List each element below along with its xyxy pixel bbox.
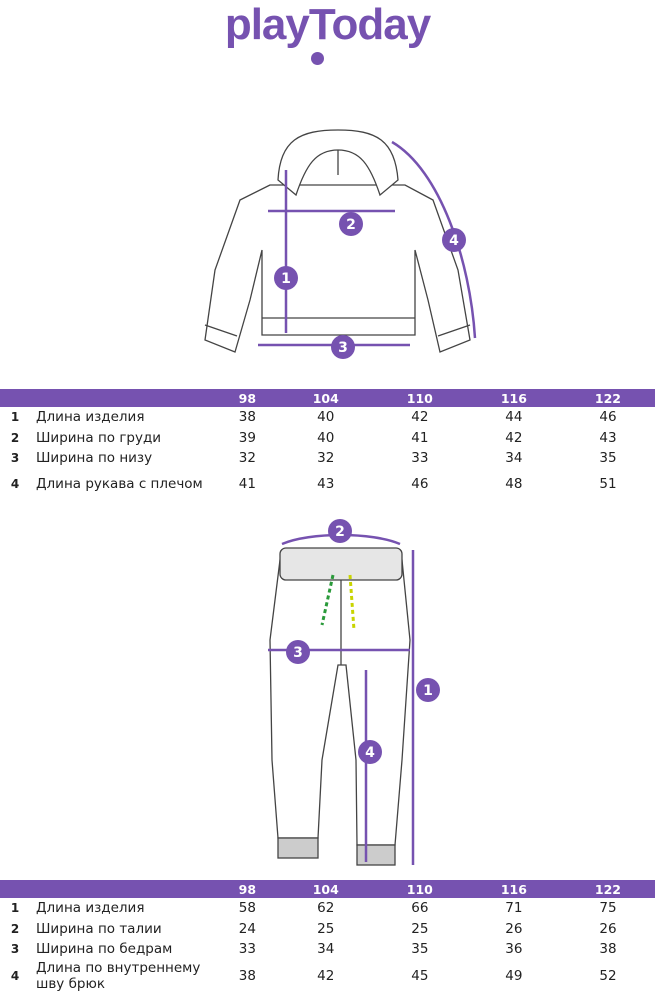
table-row: 3 Ширина по бедрам 33 34 35 36 38	[0, 939, 655, 960]
row-number: 3	[10, 942, 20, 957]
cell: 32	[238, 450, 256, 467]
size-header: 110	[372, 389, 467, 407]
marker-label: 2	[346, 217, 356, 233]
row-label: Ширина по низу	[36, 450, 153, 467]
cell: 40	[317, 429, 335, 446]
table-header: 98 104 110 116 122	[0, 389, 655, 407]
cell: 36	[505, 941, 523, 958]
cell: 71	[505, 900, 523, 917]
marker-label: 2	[335, 524, 345, 540]
size-header: 104	[278, 389, 373, 407]
cell: 49	[505, 967, 523, 984]
table-row: 1 Длина изделия 58 62 66 71 75	[0, 898, 655, 919]
size-header: 116	[466, 389, 561, 407]
brand-logo: playToday	[0, 0, 655, 70]
pants-illustration: 2 3 1 4	[268, 519, 440, 866]
cell: 33	[411, 450, 429, 467]
size-header: 122	[560, 389, 655, 407]
cell: 26	[505, 920, 523, 937]
cell: 58	[238, 900, 256, 917]
row-label: Длина рукава с плечом	[36, 475, 203, 492]
size-header: 116	[466, 880, 561, 898]
marker-label: 3	[293, 645, 303, 661]
cell: 41	[238, 475, 256, 492]
cell: 24	[238, 920, 256, 937]
cell: 32	[317, 450, 335, 467]
cell: 66	[411, 900, 429, 917]
table-row: 3 Ширина по низу 32 32 33 34 35	[0, 448, 655, 469]
row-number: 3	[10, 451, 20, 466]
cell: 62	[317, 900, 335, 917]
size-header: 122	[560, 880, 655, 898]
marker-1	[274, 266, 298, 290]
marker-label: 3	[338, 340, 348, 356]
cell: 35	[411, 941, 429, 958]
row-number: 1	[10, 901, 20, 916]
table-row: 4 Длина рукава с плечом 41 43 46 48 51	[0, 469, 655, 499]
cell: 75	[599, 900, 617, 917]
row-number: 4	[10, 968, 20, 983]
marker-4	[442, 228, 466, 252]
row-label: Ширина по талии	[36, 920, 162, 937]
cell: 42	[411, 409, 429, 426]
row-label: Ширина по груди	[36, 429, 162, 446]
logo-dot	[311, 52, 324, 65]
cell: 45	[411, 967, 429, 984]
cell: 44	[505, 409, 523, 426]
cell: 40	[317, 409, 335, 426]
size-header: 110	[372, 880, 467, 898]
table-header: 98 104 110 116 122	[0, 880, 655, 898]
size-header: 98	[216, 880, 279, 898]
hoodie-illustration: 1 2 3 4	[204, 129, 477, 359]
cell: 43	[317, 475, 335, 492]
cell: 39	[238, 429, 256, 446]
cell: 38	[238, 409, 256, 426]
marker-label: 1	[423, 683, 433, 699]
cell: 52	[599, 967, 617, 984]
cell: 48	[505, 475, 523, 492]
cell: 46	[411, 475, 429, 492]
row-label: Длина изделия	[36, 409, 145, 426]
cell: 35	[599, 450, 617, 467]
cell: 41	[411, 429, 429, 446]
cell: 42	[317, 967, 335, 984]
table-row: 4 Длина по внутреннему шву брюк 38 42 45 49 52	[0, 960, 655, 992]
marker-3	[331, 335, 355, 359]
cell: 25	[317, 920, 335, 937]
cell: 26	[599, 920, 617, 937]
cell: 33	[238, 941, 256, 958]
row-number: 4	[10, 476, 20, 491]
logo-text: playToday	[224, 0, 431, 49]
size-header: 98	[216, 389, 279, 407]
marker-2	[339, 212, 363, 236]
cell: 51	[599, 475, 617, 492]
cell: 38	[238, 967, 256, 984]
cell: 25	[411, 920, 429, 937]
table-row: 2 Ширина по талии 24 25 25 26 26	[0, 919, 655, 940]
cell: 42	[505, 429, 523, 446]
cell: 34	[317, 941, 335, 958]
row-number: 1	[10, 410, 20, 425]
row-number: 2	[10, 921, 20, 936]
row-number: 2	[10, 430, 20, 445]
cell: 43	[599, 429, 617, 446]
size-header: 104	[278, 880, 373, 898]
cell: 34	[505, 450, 523, 467]
table-row: 1 Длина изделия 38 40 42 44 46	[0, 407, 655, 428]
cell: 38	[599, 941, 617, 958]
pants-size-table: 98 104 110 116 122 1 Длина изделия 58 62 66 7…	[0, 880, 655, 992]
marker-label: 1	[281, 271, 291, 287]
row-label: Длина по внутреннему шву брюк	[36, 959, 201, 992]
marker-label: 4	[449, 233, 459, 249]
table-row: 2 Ширина по груди 39 40 41 42 43	[0, 428, 655, 449]
row-label: Длина изделия	[36, 900, 145, 917]
cell: 46	[599, 409, 617, 426]
marker-label: 4	[365, 745, 375, 761]
row-label: Ширина по бедрам	[36, 941, 173, 958]
